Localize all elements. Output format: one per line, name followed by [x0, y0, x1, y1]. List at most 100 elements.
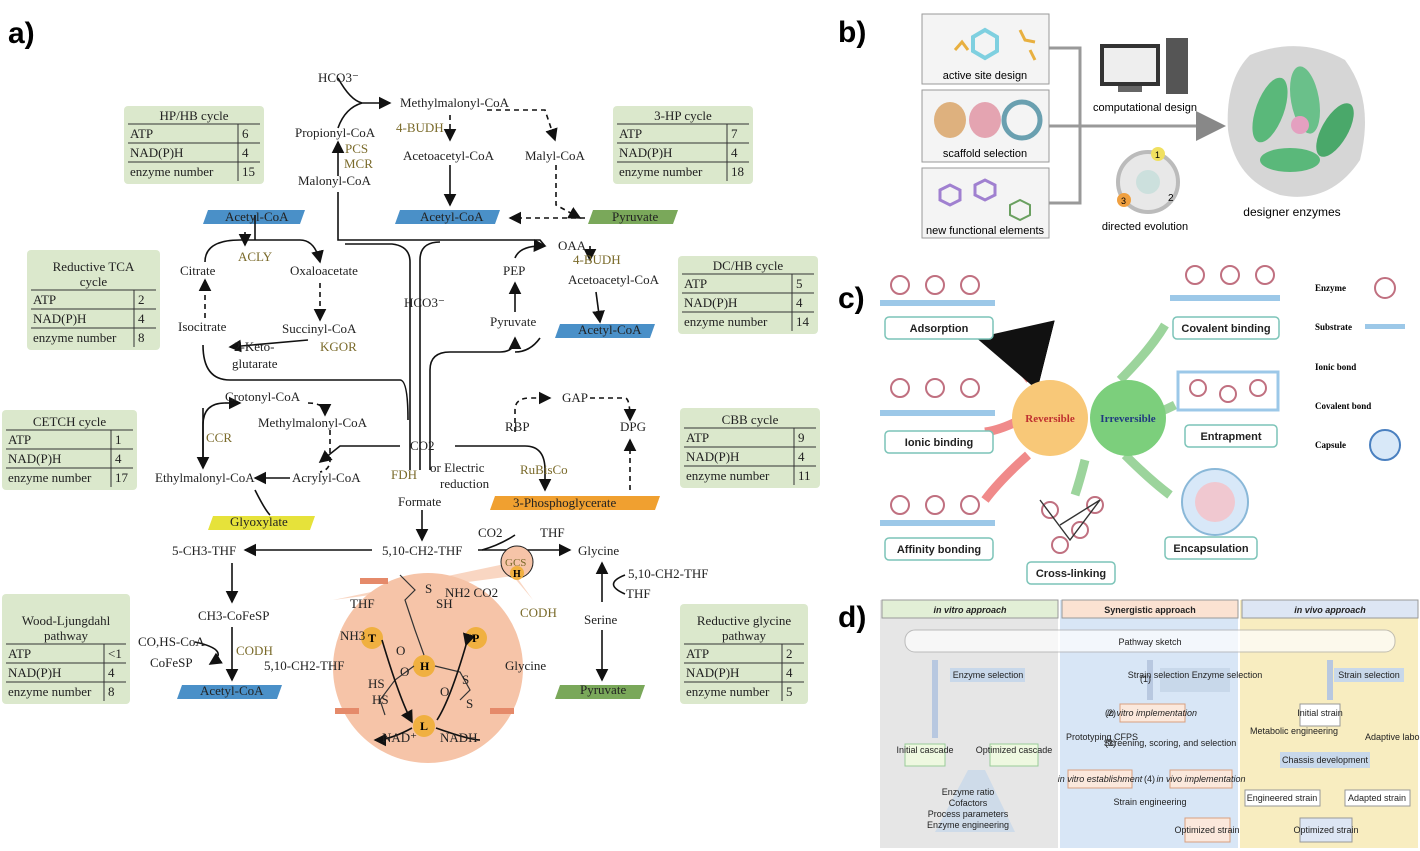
met-methylmalonyl: Methylmalonyl-CoA — [400, 95, 510, 110]
cycle-row-value: 2 — [138, 292, 145, 307]
enz-fdh: FDH — [391, 467, 417, 482]
cycle-row-label: enzyme number — [619, 164, 703, 179]
c-crosslinking: Cross-linking — [1036, 568, 1106, 580]
reversible-circle — [1012, 380, 1088, 456]
d-enzeng: Enzyme engineering — [927, 820, 1009, 830]
panel-label-a: a) — [8, 17, 35, 50]
cycle-row-label: NAD(P)H — [686, 665, 739, 680]
met-ketoglutarate-1: 2-Keto- — [234, 339, 274, 354]
cycle-row-value: 7 — [731, 126, 738, 141]
invivo-header — [1241, 599, 1419, 619]
t-protein — [361, 627, 383, 649]
cycle-row-value: 4 — [115, 451, 122, 466]
cycle-row-label: enzyme number — [8, 684, 92, 699]
reversible-label: Reversible — [1025, 413, 1075, 425]
cycle-row-value: 15 — [242, 164, 255, 179]
met-s-3: S — [466, 696, 473, 711]
met-nh2co2: NH2 CO2 — [445, 585, 498, 600]
cycle-row-value: 2 — [786, 646, 793, 661]
cycle-title: Reductive TCA — [53, 259, 135, 274]
cycle-row-label: NAD(P)H — [686, 449, 739, 464]
gcs-letters: H T P H L — [368, 569, 521, 733]
met-glycine-2: Glycine — [505, 658, 546, 673]
panel-c-immobilization: Reversible Irreversible — [880, 265, 1405, 585]
cycle-box — [680, 604, 808, 704]
cycle-title: CETCH cycle — [33, 414, 107, 429]
met-oaa: OAA — [558, 238, 587, 253]
computer-icon — [1100, 38, 1188, 94]
cycle-row-label: ATP — [686, 646, 709, 661]
cycle-row-value: 17 — [115, 470, 129, 485]
cycle-box — [27, 250, 160, 350]
cycle-title: HP/HB cycle — [160, 108, 229, 123]
met-cofesp: CoFeSP — [150, 655, 193, 670]
met-nh3: NH3 — [340, 628, 365, 643]
met-dpg: DPG — [620, 419, 646, 434]
met-nad: NAD⁺ — [382, 730, 417, 745]
d-engineered: Engineered strain — [1247, 793, 1318, 803]
d-invitro-impl: in vitro implementation — [1107, 708, 1197, 718]
cycle-row-value: 18 — [731, 164, 744, 179]
enz-kgor: KGOR — [320, 339, 357, 354]
met-gap: GAP — [562, 390, 588, 405]
d-process: Process parameters — [928, 809, 1009, 819]
metabolite-bars — [177, 210, 678, 699]
met-hs-2: HS — [372, 692, 389, 707]
cycle-row-label: NAD(P)H — [33, 311, 86, 326]
d-opt-cascade: Optimized cascade — [976, 745, 1053, 755]
d-cofactors: Cofactors — [949, 798, 988, 808]
met-ch3thf: 5-CH3-THF — [172, 543, 236, 558]
pyruvate-bar-1 — [588, 210, 678, 224]
pathway-arrows — [194, 77, 637, 682]
l-protein — [413, 715, 435, 737]
cycle-row-label: NAD(P)H — [8, 451, 61, 466]
d-initial-strain: Initial strain — [1297, 708, 1343, 718]
cycle-row-value: 9 — [798, 430, 805, 445]
met-oxaloacetate: Oxaloacetate — [290, 263, 358, 278]
directed-evolution-icon: 1 2 3 — [1116, 147, 1180, 214]
met-pyruvate-3: Pyruvate — [580, 682, 626, 697]
met-glyoxylate: Glyoxylate — [230, 514, 288, 529]
c-covalent: Covalent binding — [1181, 323, 1270, 335]
met-electric-2: reduction — [440, 476, 490, 491]
enz-ccr: CCR — [206, 430, 232, 445]
d-synergistic-title: Synergistic approach — [1104, 605, 1196, 615]
d-strain-enz: Strain selection Enzyme selection — [1128, 670, 1263, 680]
d-metabolic: Metabolic engineering — [1250, 726, 1338, 736]
met-thf-2: THF — [626, 586, 651, 601]
de-num-2: 2 — [1168, 193, 1174, 204]
d-ratio: Enzyme ratio — [942, 787, 995, 797]
d-prototyping: Prototyping CFPS — [1066, 732, 1138, 742]
d-opt-cascade-box — [989, 743, 1039, 767]
de-num-3: 3 — [1121, 196, 1126, 206]
d-opt-strain: Optimized strain — [1174, 825, 1239, 835]
met-o-2: O — [400, 664, 409, 679]
d-strain-eng: Strain engineering — [1113, 797, 1186, 807]
enz-mcr: MCR — [344, 156, 373, 171]
met-acetoacetyl-1: Acetoacetyl-CoA — [403, 148, 495, 163]
active-site-icon — [953, 27, 1037, 61]
gcs-letter-p: P — [472, 631, 479, 645]
gcs-letter-t: T — [368, 631, 376, 645]
enzyme-labels: 4-BUDH PCS MCR ACLY 4-BUDH KGOR CCR FDH … — [206, 120, 621, 658]
d-step4: (4) — [1144, 774, 1155, 784]
met-sh: SH — [436, 596, 453, 611]
c-entrapment: Entrapment — [1200, 431, 1261, 443]
met-o-3: O — [440, 684, 449, 699]
met-methylmalonyl-2: Methylmalonyl-CoA — [258, 415, 368, 430]
cycle-row-label: NAD(P)H — [130, 145, 183, 160]
cycle-title: DC/HB cycle — [713, 258, 784, 273]
d-invitro-est: in vitro establishment — [1058, 774, 1143, 784]
met-ketoglutarate-2: glutarate — [232, 356, 278, 371]
cycle-row-label: enzyme number — [686, 684, 770, 699]
cycle-row-label: ATP — [8, 646, 31, 661]
enz-pcs: PCS — [345, 141, 368, 156]
met-cohs: CO,HS-CoA — [138, 634, 205, 649]
met-co2: CO2 — [410, 438, 435, 453]
cycle-row-label: ATP — [8, 432, 31, 447]
b-active-site-label: active site design — [943, 70, 1027, 82]
